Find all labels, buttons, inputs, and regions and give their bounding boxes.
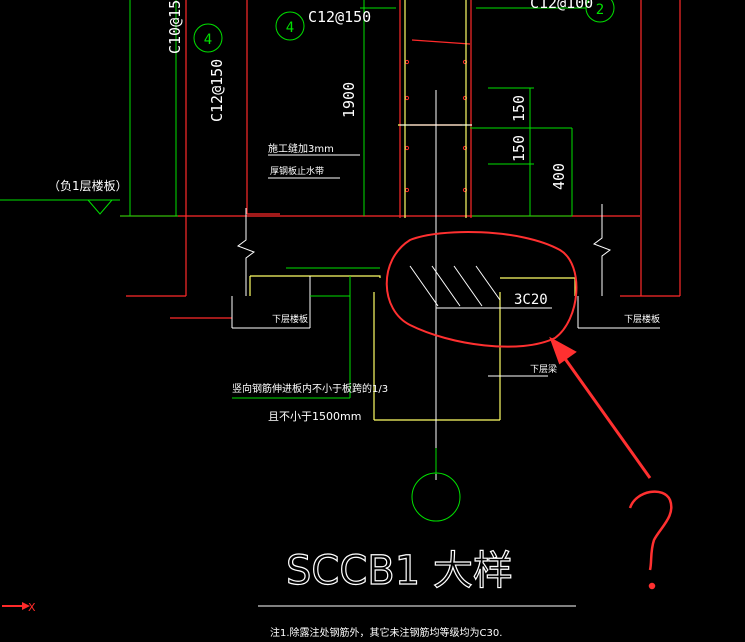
label-floor-level: （负1层楼板） (48, 178, 128, 193)
label-vertical-rebar-note-2: 且不小于1500mm (268, 410, 361, 423)
annotation-circle (385, 231, 578, 348)
label-c12-150-vert: C12@150 (208, 59, 226, 122)
label-vertical-rebar-note-1: 竖向钢筋伸进板内不小于板跨的1/3 (232, 382, 388, 395)
white-structure (231, 90, 660, 607)
label-1900: 1900 (340, 82, 358, 118)
label-lower-beam: 下层梁 (530, 363, 557, 375)
detail-title: SCCB1 大样 (286, 548, 513, 594)
label-c12-100: C12@100 (530, 0, 593, 12)
question-mark-drawing (628, 490, 673, 590)
annotation-arrow (549, 336, 652, 479)
label-c12-150-top: C12@150 (308, 8, 371, 26)
label-150b: 150 (510, 135, 528, 162)
label-c10-150: C10@150 (166, 0, 184, 54)
label-construction-joint-2: 厚钢板止水带 (270, 165, 324, 177)
green-dimensions (0, 0, 615, 522)
label-axis-x: X (28, 601, 36, 614)
label-lower-slab-left: 下层楼板 (272, 313, 308, 325)
label-lower-slab-right: 下层楼板 (624, 313, 660, 325)
circle-number-4b: 4 (286, 20, 294, 36)
label-150a: 150 (510, 95, 528, 122)
axis-indicator (2, 602, 30, 610)
label-400: 400 (550, 163, 568, 190)
label-3c20: 3C20 (514, 292, 548, 308)
label-construction-joint-1: 施工缝加3mm (268, 142, 334, 155)
circle-number-4a: 4 (204, 32, 212, 48)
concrete-outline (249, 0, 576, 421)
note-text: 注1.除露注处钢筋外，其它未注钢筋均等级均为C30. (270, 626, 502, 639)
circle-number-2: 2 (596, 2, 604, 18)
